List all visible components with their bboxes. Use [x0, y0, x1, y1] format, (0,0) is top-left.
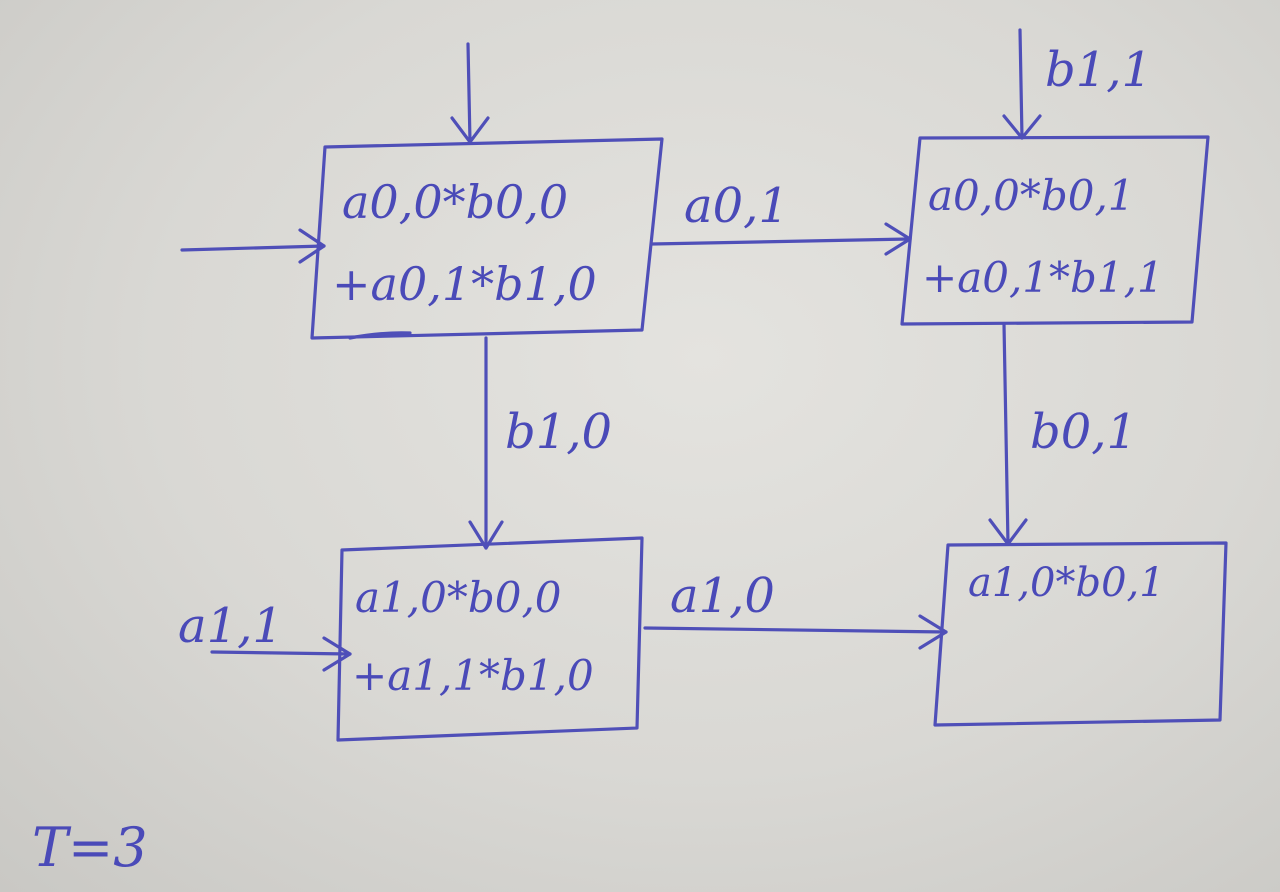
- pe-top-left-line1: a0,0*b0,0: [342, 175, 568, 229]
- pe-bottom-right-line1: a1,0*b0,1: [968, 560, 1165, 606]
- arrow-left-in-top: [180, 228, 326, 264]
- arrow-left-in-bottom: [210, 636, 352, 672]
- time-step-label: T=3: [32, 816, 148, 879]
- label-a01-edge: a0,1: [684, 178, 789, 234]
- label-b10-edge: b1,0: [505, 404, 612, 460]
- arrow-top-right-to-bottom-right: [988, 322, 1028, 546]
- arrow-top-left-to-bottom-left: [468, 336, 504, 550]
- pe-top-right: [900, 135, 1210, 326]
- arrow-top-right-in: [1002, 28, 1042, 140]
- pe-top-left: [310, 137, 664, 340]
- pe-top-left-line2: +a0,1*b1,0: [332, 257, 597, 311]
- pe-top-right-line2: +a0,1*b1,1: [922, 253, 1164, 302]
- arrow-top-left-in: [450, 42, 490, 144]
- arrow-bottom-left-to-bottom-right: [643, 614, 948, 650]
- pe-bottom-left-line1: a1,0*b0,0: [355, 573, 562, 622]
- pe-bottom-left: [336, 536, 644, 742]
- pe-top-right-line1: a0,0*b0,1: [928, 171, 1135, 220]
- label-a11-input: a1,1: [178, 598, 283, 654]
- arrow-top-to-top-right: [650, 222, 912, 256]
- scribble-mark: [348, 331, 412, 340]
- pe-bottom-left-line2: +a1,1*b1,0: [352, 651, 594, 700]
- label-a10-edge: a1,0: [670, 568, 775, 624]
- label-b11-input: b1,1: [1045, 42, 1152, 98]
- label-b01-edge: b0,1: [1030, 404, 1137, 460]
- pe-bottom-right: [933, 541, 1228, 727]
